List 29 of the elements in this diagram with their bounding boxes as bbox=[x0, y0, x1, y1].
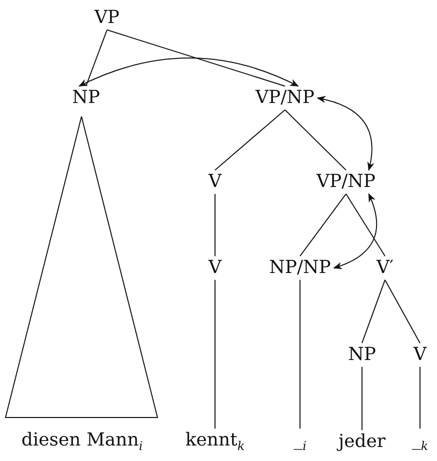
tree-branch bbox=[300, 193, 346, 257]
subtree-triangle bbox=[5, 116, 158, 418]
tree-branch bbox=[346, 193, 386, 257]
curved-arrow bbox=[333, 193, 378, 269]
tree-branch bbox=[384, 279, 420, 344]
word-label: diesen Mann$_{i}$ bbox=[18, 428, 146, 456]
curved-arrow bbox=[316, 96, 374, 171]
word-label: jeder bbox=[336, 430, 388, 454]
category-label: VP bbox=[91, 6, 123, 30]
category-label: VP/NP bbox=[252, 86, 318, 110]
tree-branch bbox=[86, 29, 108, 87]
category-label: NP bbox=[69, 86, 103, 110]
category-label: NP/NP bbox=[266, 256, 334, 280]
tree-branch bbox=[284, 109, 346, 171]
tree-branch bbox=[106, 29, 286, 87]
word-label: _$_{i}$ bbox=[290, 428, 310, 456]
tree-branch bbox=[362, 279, 386, 344]
curved-arrow bbox=[78, 58, 299, 87]
category-label: V bbox=[410, 343, 430, 367]
word-label: _$_{k}$ bbox=[408, 428, 432, 456]
tree-branch bbox=[214, 193, 216, 257]
tree-branch bbox=[214, 109, 286, 171]
category-label: V′ bbox=[373, 256, 397, 280]
word-label: kennt$_{k}$ bbox=[182, 428, 248, 456]
category-label: VP/NP bbox=[313, 170, 379, 194]
category-label: NP bbox=[345, 343, 379, 367]
category-label: V bbox=[206, 256, 224, 280]
tree-branch bbox=[214, 279, 216, 430]
category-label: V bbox=[206, 170, 224, 194]
